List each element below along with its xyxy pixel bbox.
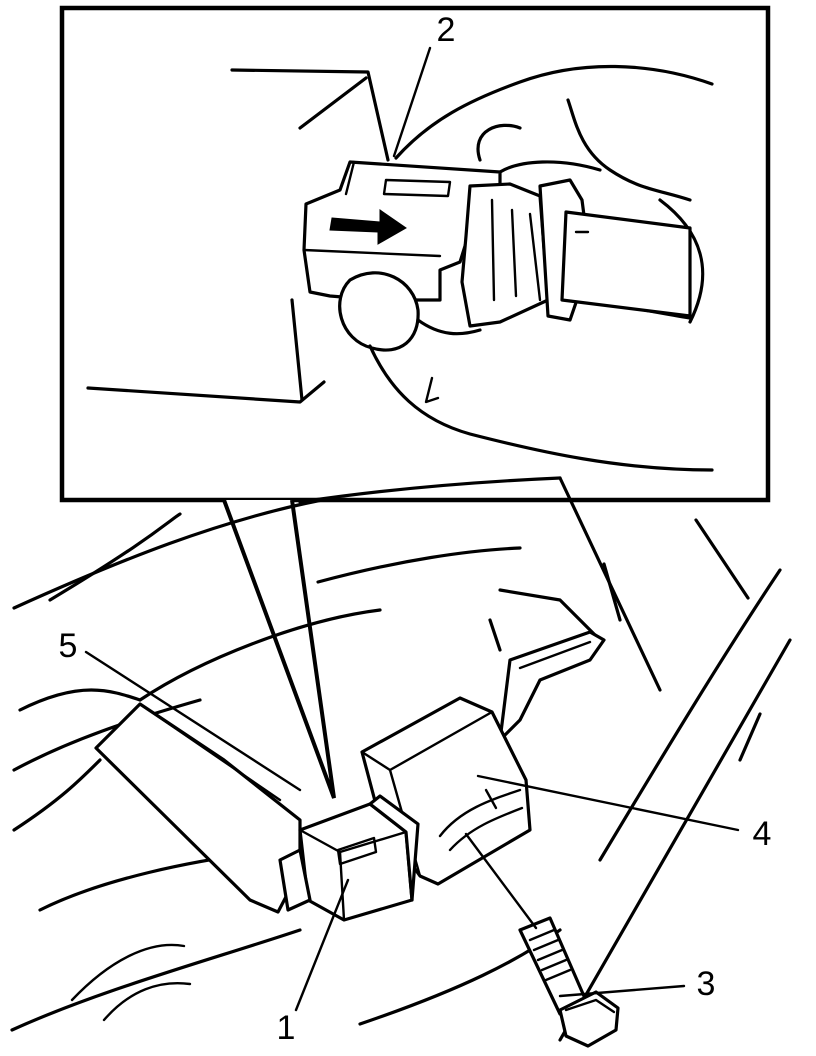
- switch-assembly: [278, 696, 620, 1048]
- callout-5: 5: [59, 627, 78, 665]
- arrow-right-icon: [329, 209, 407, 245]
- callout-2: 2: [437, 11, 456, 49]
- callout-3: 3: [697, 965, 716, 1003]
- thumb: [338, 271, 420, 352]
- inset-pointer: [222, 499, 336, 799]
- callout-1: 1: [277, 1009, 296, 1047]
- callouts: 2 5 4 3 1: [59, 11, 772, 1047]
- detail-inset: [59, 5, 771, 503]
- vehicle-structure: [10, 476, 792, 1042]
- leader-lines: [84, 46, 740, 1012]
- callout-4: 4: [753, 815, 772, 853]
